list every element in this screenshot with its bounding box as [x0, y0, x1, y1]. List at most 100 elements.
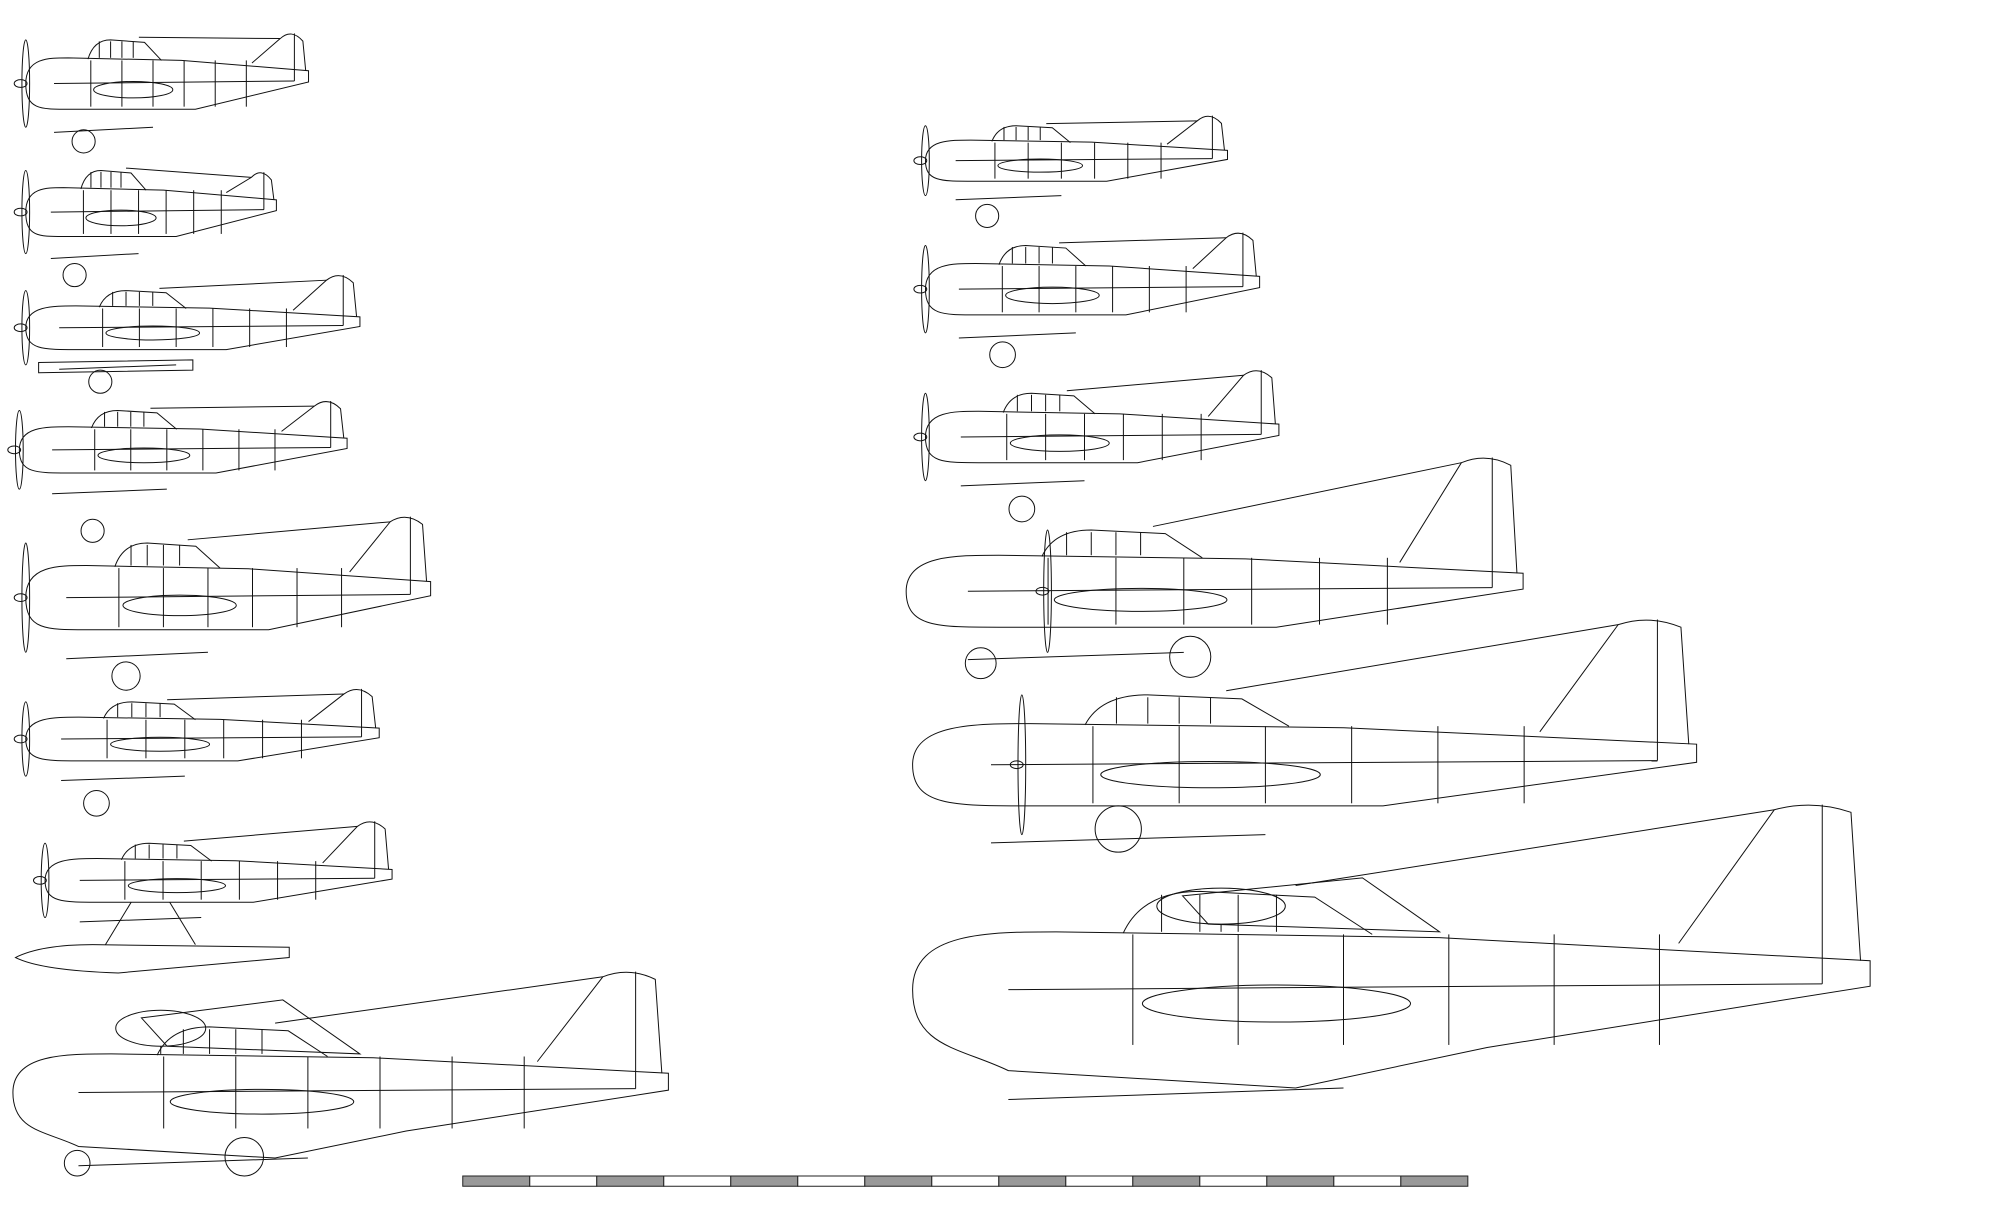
wheel	[64, 1150, 90, 1176]
scale-bar-segment	[999, 1176, 1066, 1186]
propeller	[22, 171, 30, 254]
aircraft-profile	[914, 233, 1260, 368]
antenna-wire	[1226, 625, 1618, 691]
scale-bar-segment	[1401, 1176, 1468, 1186]
wheel	[225, 1137, 264, 1176]
antenna-wire	[1046, 121, 1197, 124]
scale-bar-segment	[1133, 1176, 1200, 1186]
tail-fin	[309, 689, 376, 728]
wheel	[89, 370, 112, 393]
aircraft-profile	[914, 116, 1228, 228]
propeller	[1044, 530, 1052, 652]
aircraft-profile	[13, 972, 668, 1176]
tail-fin	[282, 402, 344, 439]
ground-line	[54, 127, 153, 132]
propeller	[922, 393, 930, 480]
ground-line	[968, 652, 1184, 659]
ground-line	[61, 776, 185, 780]
wheel	[1170, 636, 1211, 677]
panel-line	[1008, 984, 1822, 990]
wheel	[81, 519, 104, 542]
panel-line	[66, 594, 410, 597]
scale-bar-segment	[865, 1176, 932, 1186]
panel-line	[956, 159, 1213, 161]
spinner	[1010, 761, 1023, 769]
aircraft-profile	[914, 370, 1279, 522]
fuselage-outline	[26, 58, 309, 109]
propeller	[41, 843, 49, 917]
scale-bar-segment	[731, 1176, 798, 1186]
panel-line	[959, 287, 1243, 290]
ground-line	[959, 333, 1076, 338]
panel-line	[991, 761, 1657, 765]
ground-line	[961, 481, 1085, 486]
wing-float	[1183, 878, 1440, 932]
panel-line	[961, 434, 1261, 437]
antenna-wire	[275, 977, 603, 1023]
wheel	[965, 648, 996, 679]
antenna-wire	[1067, 375, 1244, 390]
tail-fin	[1400, 458, 1517, 573]
ground-line	[78, 1158, 307, 1166]
tail-fin	[1540, 620, 1689, 744]
scale-bar-segment	[597, 1176, 664, 1186]
antenna-wire	[1296, 810, 1775, 886]
fuselage-outline	[26, 717, 379, 761]
ground-line	[52, 489, 167, 494]
propeller	[922, 126, 930, 196]
tail-fin	[1167, 116, 1224, 150]
panel-line	[51, 210, 264, 212]
ground-line	[956, 196, 1062, 200]
antenna-wire	[139, 37, 280, 38]
wheel	[990, 342, 1016, 368]
spinner	[914, 285, 927, 293]
fuselage-outline	[26, 188, 277, 237]
propeller	[922, 245, 930, 332]
aircraft-profile	[14, 168, 276, 287]
panel-line	[59, 326, 343, 328]
ground-line	[59, 365, 176, 369]
wing-root	[111, 737, 210, 751]
wing-root	[998, 159, 1083, 172]
scale-bar	[463, 1176, 1468, 1186]
wing-root	[94, 81, 173, 97]
tail-fin	[293, 276, 356, 317]
fuselage-outline	[925, 411, 1278, 462]
aircraft-profile	[8, 401, 347, 542]
scale-bar-segment	[932, 1176, 999, 1186]
propeller	[22, 291, 30, 365]
aircraft-profile	[14, 517, 430, 691]
panel-line	[968, 588, 1492, 592]
wing-root	[98, 448, 190, 463]
fuselage-outline	[925, 140, 1227, 181]
float-strut	[170, 902, 196, 944]
wheel	[976, 204, 999, 227]
propeller	[22, 543, 30, 652]
ground-line	[80, 918, 201, 922]
wing-root	[1142, 985, 1410, 1022]
panel-line	[78, 1089, 635, 1093]
fuselage-outline	[913, 724, 1697, 806]
tail-fin	[1679, 805, 1861, 961]
wing-root	[123, 595, 236, 616]
tail-fin	[350, 517, 427, 581]
spinner	[14, 594, 27, 602]
torpedo	[39, 360, 193, 373]
canopy	[1042, 530, 1202, 558]
scale-bar-segment	[1200, 1176, 1267, 1186]
panel-line	[52, 448, 331, 450]
spinner	[914, 157, 927, 165]
float-strut	[105, 902, 131, 944]
propeller	[22, 40, 30, 127]
fuselage-outline	[26, 306, 360, 350]
panel-line	[80, 878, 375, 880]
aircraft-profile	[14, 689, 379, 816]
panel-line	[61, 737, 361, 739]
antenna-wire	[1059, 238, 1226, 243]
scale-bar-segment	[1267, 1176, 1334, 1186]
antenna-wire	[1153, 463, 1461, 527]
canopy	[1123, 891, 1372, 934]
scale-bar-segment	[1066, 1176, 1133, 1186]
aircraft-profile	[14, 33, 308, 153]
propeller	[15, 411, 23, 490]
